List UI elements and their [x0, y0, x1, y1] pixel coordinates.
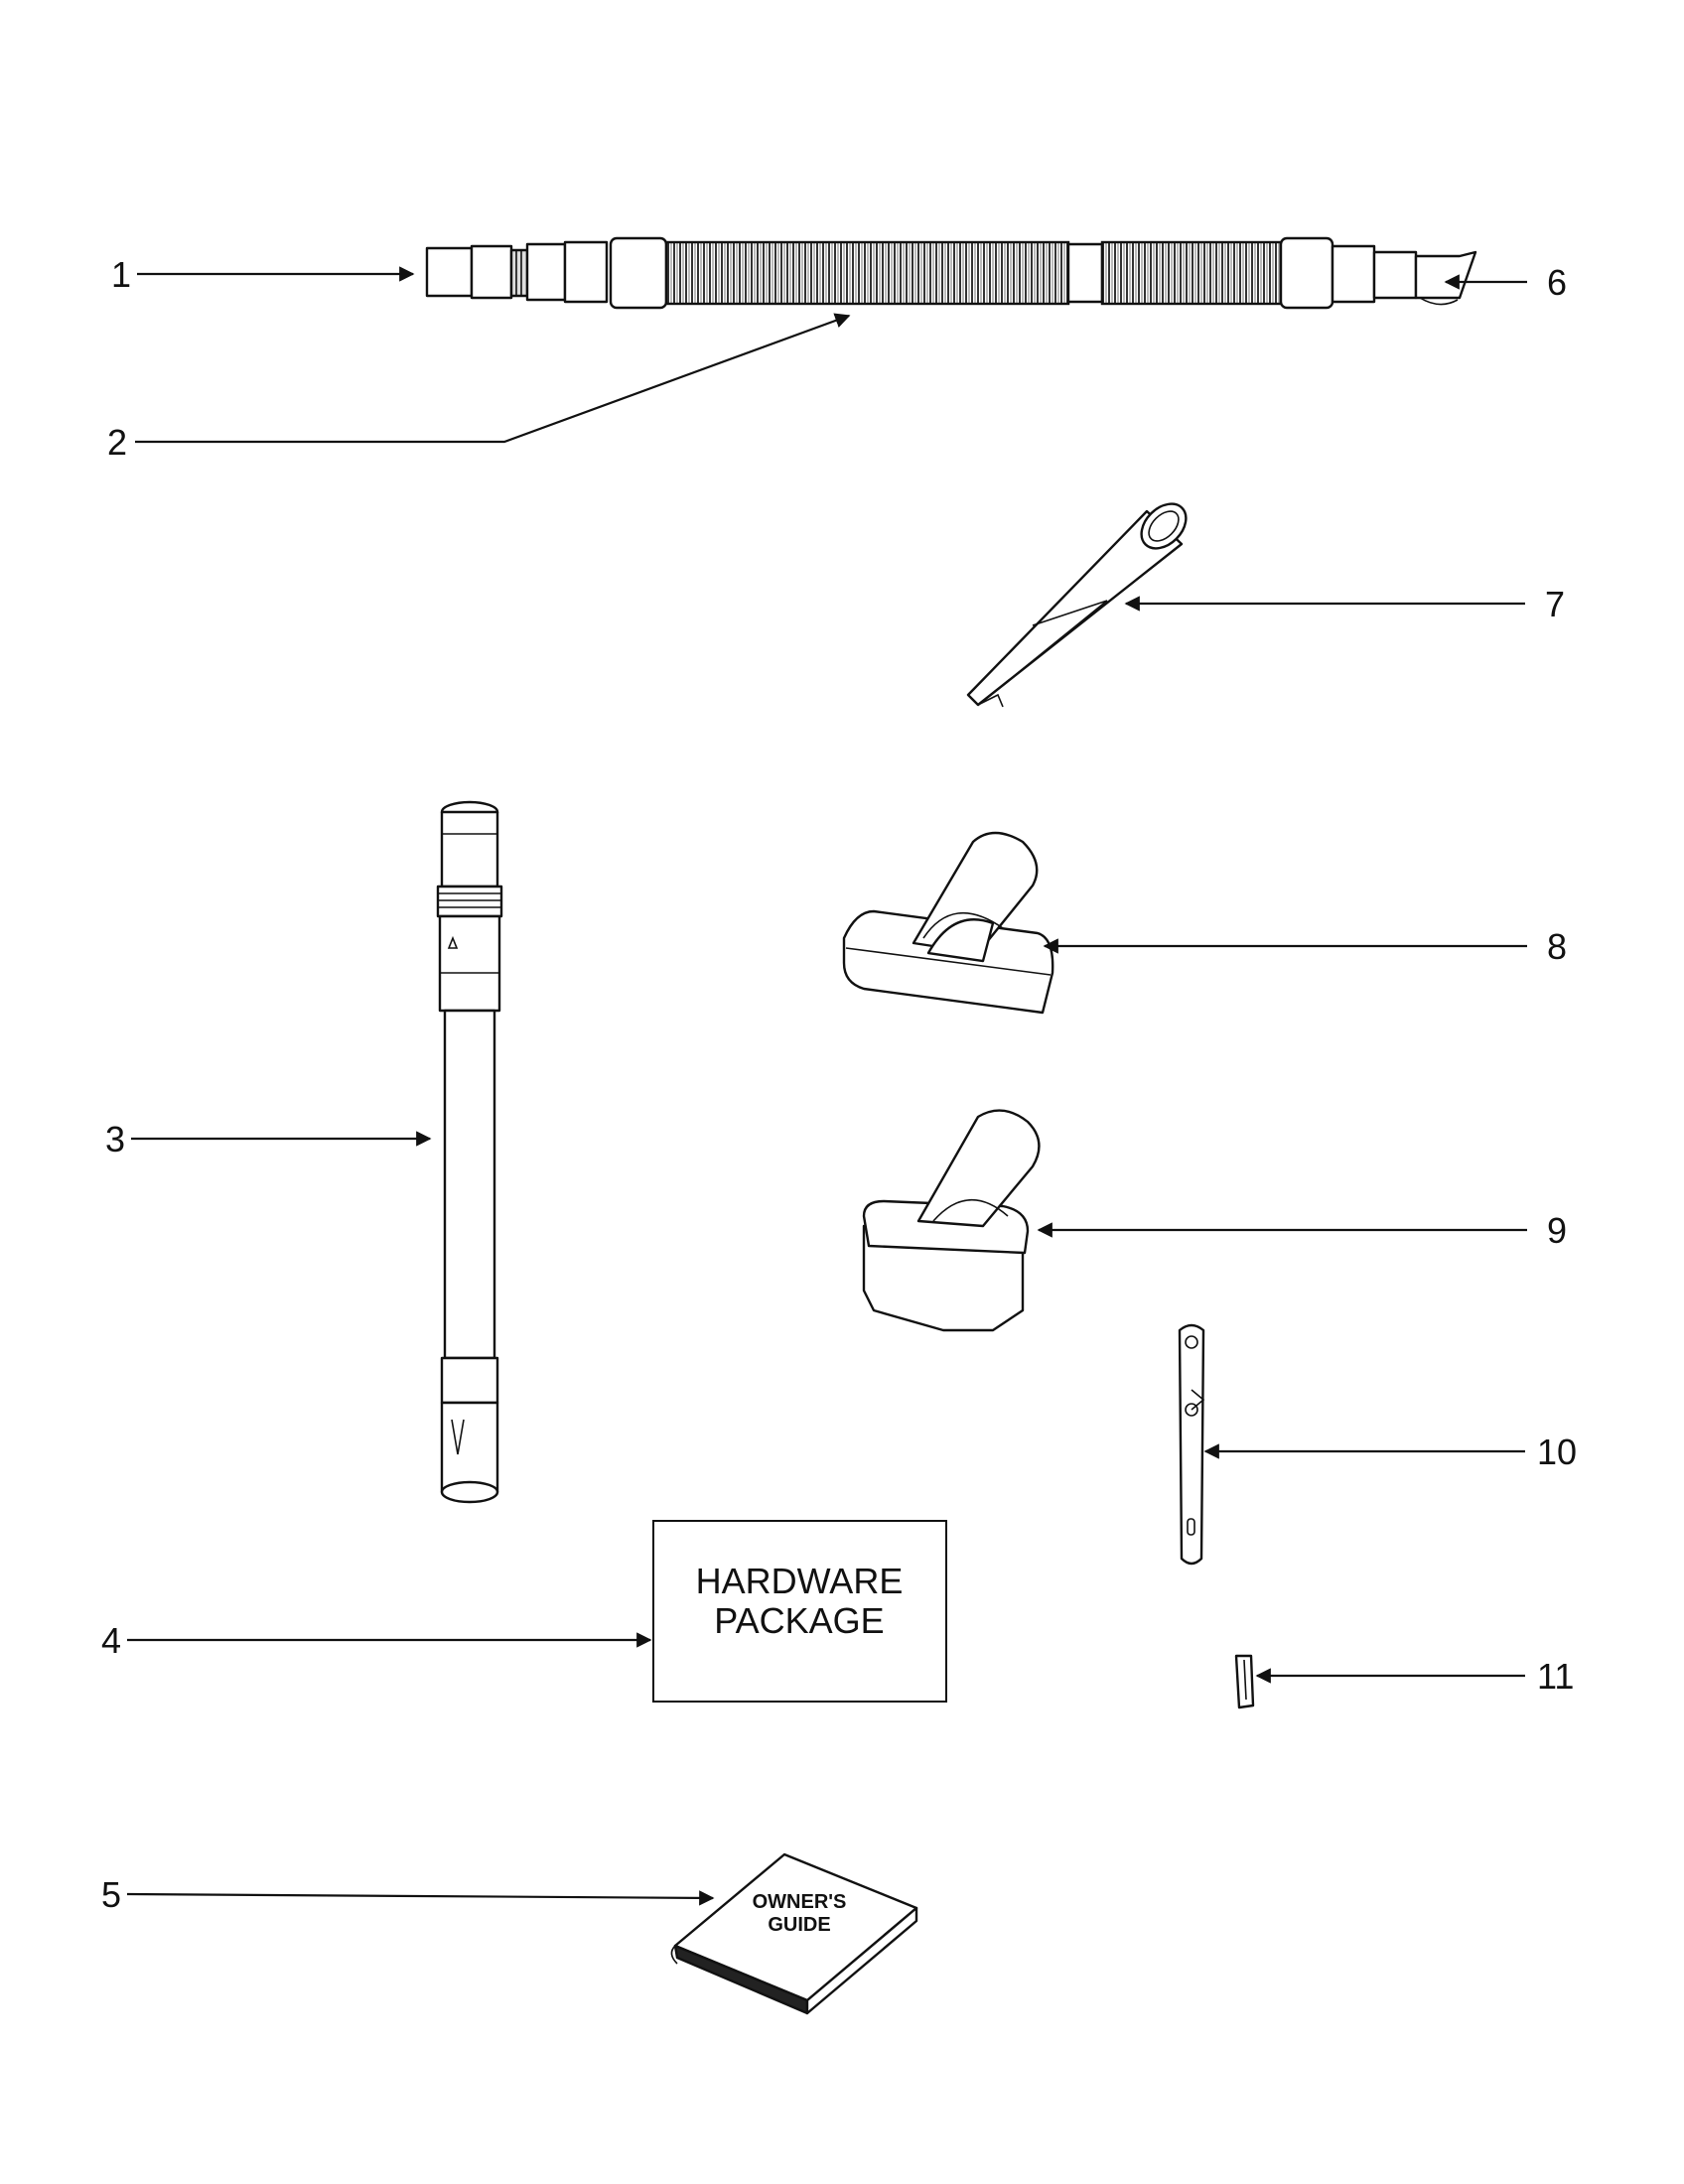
callout-5: 5	[101, 1874, 121, 1915]
wand-clip	[1178, 1323, 1205, 1566]
leader-lines	[126, 266, 1527, 1906]
hardware-package-line2: PACKAGE	[714, 1600, 884, 1641]
hose-assembly	[425, 236, 1477, 310]
dusting-tool	[862, 1109, 1041, 1332]
callout-10: 10	[1537, 1432, 1577, 1472]
owners-guide-line2: GUIDE	[768, 1914, 830, 1936]
callout-2: 2	[107, 422, 127, 463]
crevice-tool	[966, 502, 1188, 708]
callout-numbers: 1 2 6 7 8 3 9 10 4 11 5	[101, 254, 1577, 1915]
callout-7: 7	[1545, 584, 1565, 624]
leader-5	[126, 1890, 715, 1906]
upholstery-tool	[842, 831, 1054, 1015]
callout-6: 6	[1547, 262, 1567, 303]
hardware-package: HARDWARE PACKAGE	[652, 1520, 947, 1703]
callout-8: 8	[1547, 926, 1567, 967]
callout-1: 1	[111, 254, 131, 295]
hardware-package-line1: HARDWARE	[696, 1561, 904, 1601]
callout-3: 3	[105, 1119, 125, 1160]
owners-guide-line1: OWNER'S	[753, 1891, 847, 1913]
callout-11: 11	[1537, 1656, 1574, 1697]
small-clip	[1234, 1654, 1255, 1709]
leader-2	[135, 313, 851, 444]
owners-guide-book: OWNER'S GUIDE	[670, 1852, 918, 2015]
callout-9: 9	[1547, 1210, 1567, 1251]
callout-4: 4	[101, 1620, 121, 1661]
extension-wand	[436, 800, 503, 1504]
